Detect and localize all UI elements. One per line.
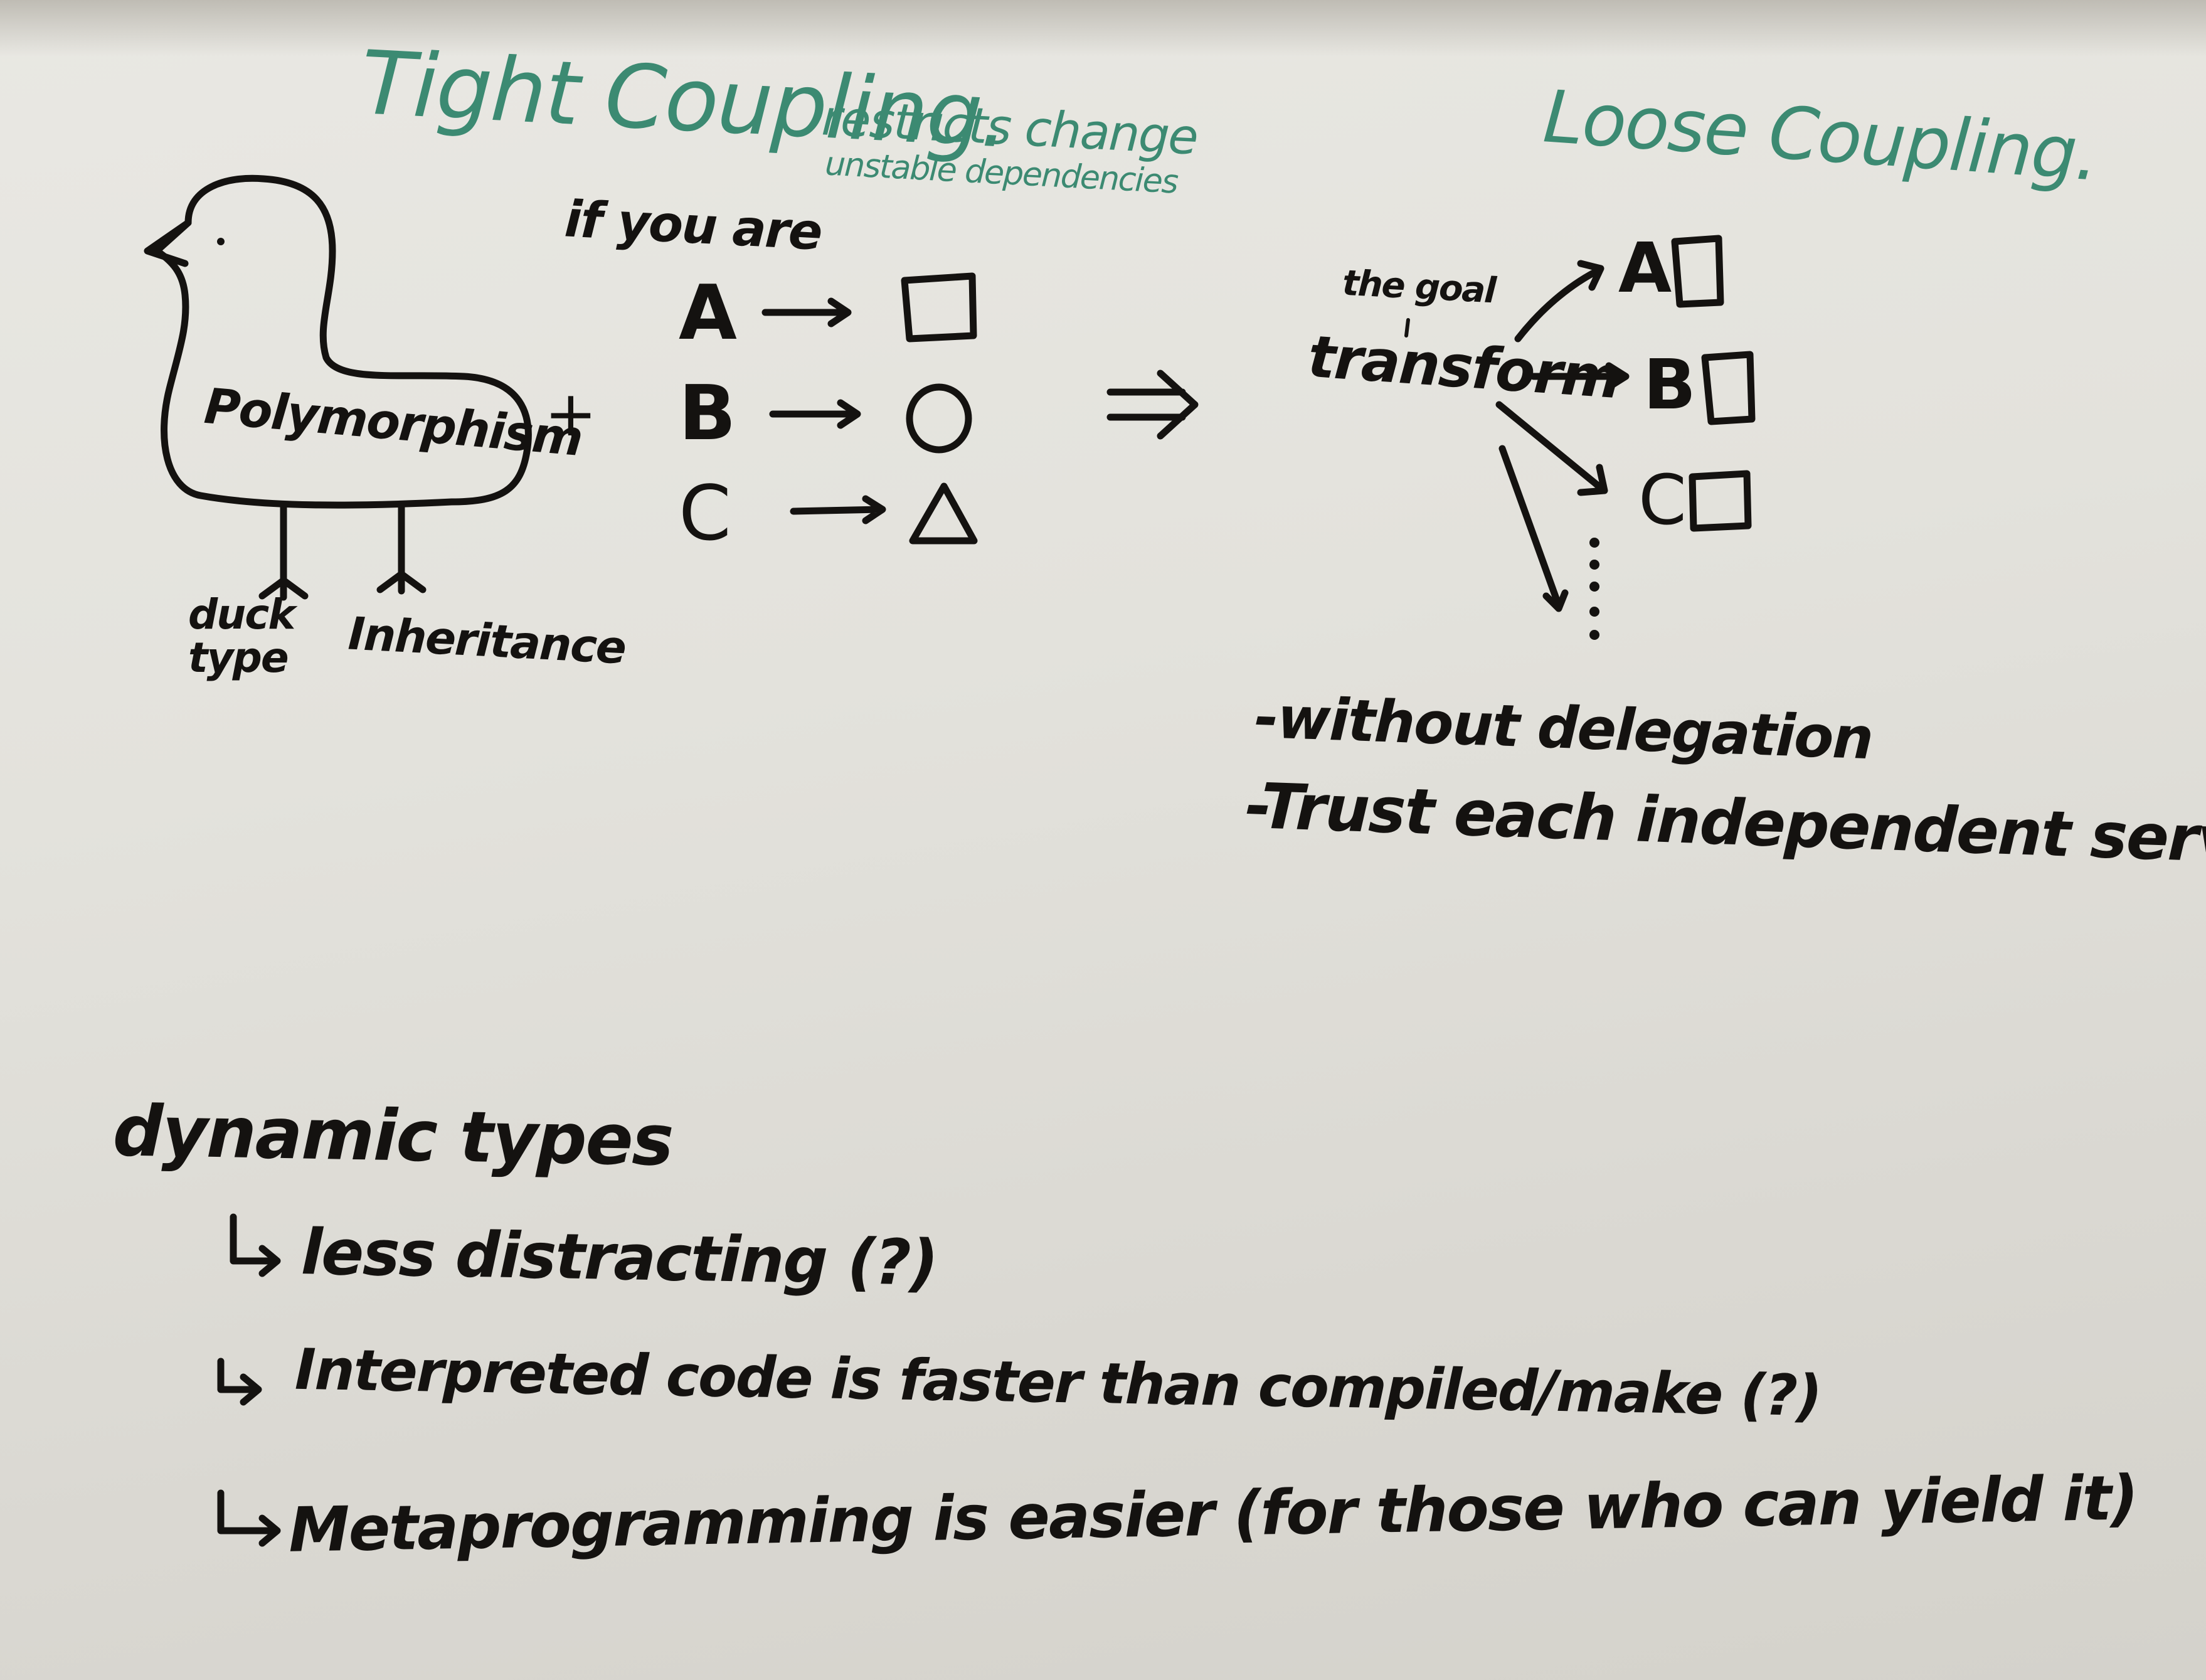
dynamic-types-heading: dynamic types <box>112 1090 674 1182</box>
arrow-down <box>1498 445 1569 612</box>
duck-type-label: duck type <box>188 590 295 683</box>
hook-3 <box>217 1489 281 1547</box>
duck-left-leg <box>258 503 309 601</box>
triangle-shape <box>909 482 978 545</box>
letter-a: A <box>679 270 737 357</box>
arrow-a <box>761 297 852 327</box>
hook-1 <box>230 1213 281 1277</box>
loose-mapping <box>1404 235 1756 640</box>
implies-arrow <box>1106 369 1199 440</box>
duck-drawing <box>144 174 532 601</box>
letter-c: C <box>679 471 731 558</box>
circle-shape <box>906 383 972 454</box>
target-b-letter: B <box>1643 344 1696 425</box>
box-a <box>1671 235 1724 308</box>
continuation-dots <box>1589 538 1599 640</box>
duck-outline <box>153 174 532 509</box>
target-a-letter: A <box>1618 228 1672 308</box>
inheritance-label: Inheritance <box>347 607 627 674</box>
goal-pointer <box>1404 318 1410 338</box>
the-goal-note: the goal <box>1341 262 1497 312</box>
hook-2 <box>217 1358 262 1406</box>
target-c-letter: C <box>1638 460 1687 540</box>
list-hooks <box>217 1213 281 1547</box>
box-b <box>1701 351 1756 425</box>
plus-sign: + <box>544 377 597 450</box>
arrow-to-c <box>1495 401 1608 496</box>
arrow-to-a <box>1514 260 1604 343</box>
arrow-c <box>790 495 886 524</box>
arrow-b <box>769 399 861 429</box>
square-shape <box>901 272 977 343</box>
arrow-to-b <box>1530 362 1630 391</box>
if-you-are-label: if you are <box>563 189 823 262</box>
tight-mapping <box>761 272 1199 545</box>
dynamic-item-1: less distracting (?) <box>300 1215 938 1300</box>
duck-right-leg <box>376 503 427 595</box>
duck-beak <box>144 219 192 267</box>
box-c <box>1689 470 1752 532</box>
letter-b: B <box>679 370 736 457</box>
duck-eye <box>217 238 225 245</box>
